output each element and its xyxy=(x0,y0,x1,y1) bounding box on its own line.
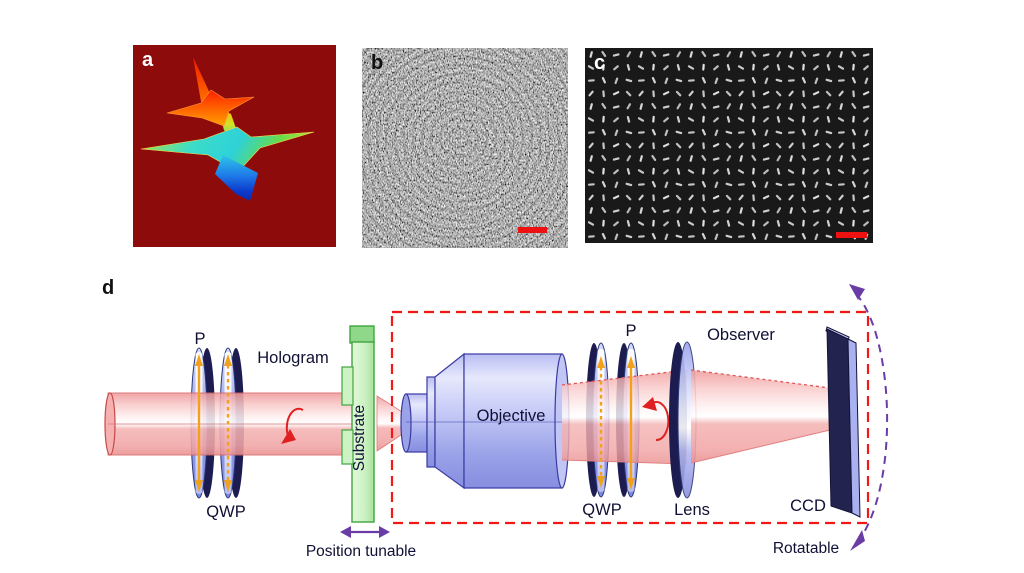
rotatable-label: Rotatable xyxy=(773,540,839,557)
position-tunable-label: Position tunable xyxy=(306,543,416,560)
interference-rings-overlay xyxy=(362,48,568,248)
ccd-label: CCD xyxy=(790,497,826,515)
surface-blue-flap xyxy=(215,155,258,201)
panel-c-nanorod-array: c xyxy=(585,48,873,243)
panel-c-label: c xyxy=(594,52,606,74)
arc-arrowhead-bottom xyxy=(850,530,865,551)
sample-tab-lower xyxy=(341,429,354,465)
position-tunable-arrow xyxy=(340,526,390,538)
lens-label: Lens xyxy=(674,501,710,519)
objective-label: Objective xyxy=(477,407,546,425)
polarizer-right-label: P xyxy=(625,322,636,340)
surface-top-arm xyxy=(166,89,255,127)
polarization-arrow-left-qwp xyxy=(224,354,232,492)
substrate-plate: Substrate xyxy=(341,325,375,523)
panel-b-hologram-pattern: b xyxy=(362,48,568,248)
hologram-noise-texture xyxy=(362,48,568,248)
panel-b-label: b xyxy=(371,52,384,74)
observer-label: Observer xyxy=(707,326,775,344)
rotatable-stage-dashed-box xyxy=(390,310,870,525)
nanorod-grid xyxy=(585,48,873,243)
spiral-phase-surface xyxy=(133,45,336,247)
laser-beam-input xyxy=(104,392,375,456)
polarizer-left-label: P xyxy=(194,330,205,348)
polarization-arrow-right-qwp xyxy=(597,356,605,488)
beam-objective-to-lens xyxy=(561,369,688,465)
objective-lens-body xyxy=(400,352,570,490)
scale-bar xyxy=(836,232,867,238)
rotation-arrow-left xyxy=(281,407,304,444)
substrate-label: Substrate xyxy=(351,405,368,471)
panel-d-label: d xyxy=(102,277,114,299)
qwp-right-label: QWP xyxy=(582,501,621,519)
beam-lens-to-ccd xyxy=(690,369,831,464)
polarization-arrow-right-p xyxy=(627,356,635,490)
hologram-label: Hologram xyxy=(257,349,329,367)
panel-a-label: a xyxy=(142,49,154,71)
panel-a-spiral-phase-plot: a xyxy=(133,45,336,247)
ccd-detector xyxy=(825,326,861,518)
polarization-arrow-left-p xyxy=(195,354,203,492)
surface-bottom-arm xyxy=(140,126,315,173)
panel-d-optical-setup: d xyxy=(102,277,889,560)
rotatable-arc-arrow xyxy=(849,284,889,551)
sample-tab-upper xyxy=(341,366,354,406)
rotation-arrow-right xyxy=(642,397,670,442)
arc-arrowhead-top xyxy=(849,284,865,300)
scale-bar xyxy=(518,227,547,233)
qwp-left-label: QWP xyxy=(206,503,245,521)
